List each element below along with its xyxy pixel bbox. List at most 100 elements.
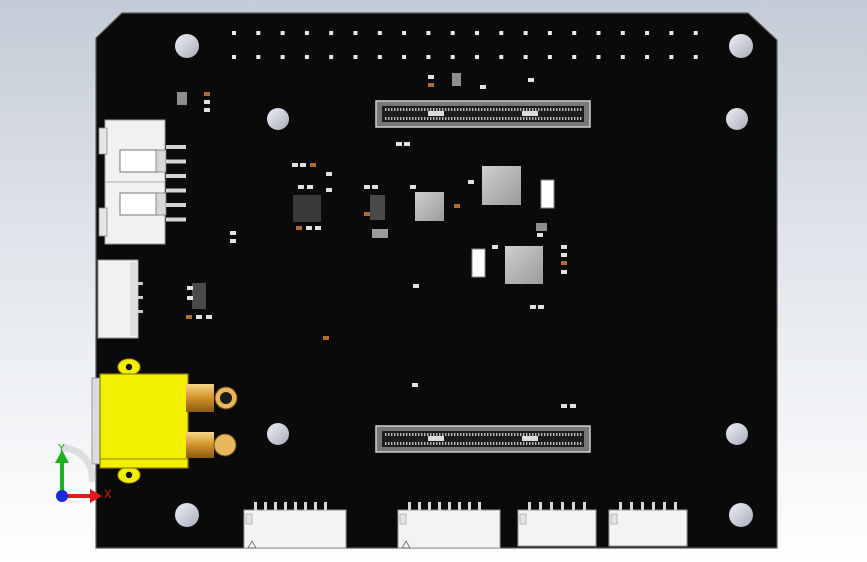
contact — [463, 433, 465, 436]
contact — [472, 433, 474, 436]
contact — [448, 117, 450, 120]
contact — [574, 108, 576, 111]
connector-tab — [468, 502, 471, 510]
contact — [571, 433, 573, 436]
contact — [556, 117, 558, 120]
connector-pin — [166, 159, 186, 164]
bottom-connector-3[interactable] — [517, 502, 597, 547]
contact — [424, 108, 426, 111]
contact — [409, 442, 411, 445]
mounting-hole — [729, 503, 753, 527]
contact — [460, 108, 462, 111]
contact — [457, 117, 459, 120]
header-pin — [693, 31, 698, 35]
contact — [526, 433, 528, 436]
crystal — [471, 248, 486, 278]
bottom-connector-1[interactable] — [243, 502, 347, 549]
contact — [532, 108, 534, 111]
connector-tab — [448, 502, 451, 510]
contact — [469, 117, 471, 120]
header-pin — [426, 55, 431, 59]
contact — [559, 117, 561, 120]
smd-passive — [315, 226, 321, 230]
contact — [523, 108, 525, 111]
contact — [475, 117, 477, 120]
contact — [535, 117, 537, 120]
contact — [553, 108, 555, 111]
left-connector-lower[interactable] — [97, 259, 143, 339]
ic-chip — [505, 246, 543, 284]
smd-passive — [187, 286, 193, 290]
contact — [415, 442, 417, 445]
header-pin — [596, 55, 601, 59]
smd-passive — [230, 239, 236, 243]
sma-connector[interactable] — [91, 358, 238, 484]
small-ic — [536, 223, 547, 231]
contact — [484, 108, 486, 111]
sot-package — [192, 283, 206, 309]
contact — [442, 433, 444, 436]
connector-tab — [652, 502, 655, 510]
contact — [475, 442, 477, 445]
contact — [496, 108, 498, 111]
connector-tab — [550, 502, 553, 510]
contact — [505, 433, 507, 436]
contact — [475, 108, 477, 111]
contact — [421, 442, 423, 445]
contact — [574, 117, 576, 120]
contact — [523, 433, 525, 436]
header-pin — [499, 55, 504, 59]
ic-chip — [415, 192, 444, 221]
smd-passive — [396, 142, 402, 146]
contact — [457, 442, 459, 445]
connector-tab — [539, 502, 542, 510]
connector-pin — [166, 145, 186, 149]
contact — [496, 442, 498, 445]
connector-tab — [572, 502, 575, 510]
connector-pin — [166, 217, 186, 222]
connector-tab — [561, 502, 564, 510]
contact — [526, 442, 528, 445]
contact — [412, 442, 414, 445]
contact — [433, 108, 435, 111]
smd-passive — [186, 315, 192, 319]
contact — [439, 442, 441, 445]
contact — [442, 117, 444, 120]
left-connector-upper[interactable] — [98, 119, 186, 245]
contact — [544, 117, 546, 120]
connector-tab — [428, 502, 431, 510]
contact — [415, 117, 417, 120]
connector-tab — [314, 502, 317, 510]
contact — [460, 442, 462, 445]
contact — [553, 442, 555, 445]
board-to-board-connector-bottom[interactable] — [375, 425, 591, 453]
contact — [511, 433, 513, 436]
contact — [547, 108, 549, 111]
header-pin — [547, 55, 552, 59]
contact — [481, 433, 483, 436]
bottom-connector-4[interactable] — [608, 502, 688, 547]
contact — [568, 433, 570, 436]
smd-passive — [428, 83, 434, 87]
contact — [505, 108, 507, 111]
contact — [415, 433, 417, 436]
contact — [502, 108, 504, 111]
contact — [430, 108, 432, 111]
smd-passive — [323, 336, 329, 340]
contact — [523, 442, 525, 445]
contact — [535, 442, 537, 445]
contact — [526, 117, 528, 120]
board-to-board-connector-top[interactable] — [375, 100, 591, 128]
contact — [487, 117, 489, 120]
contact — [472, 117, 474, 120]
contact — [490, 433, 492, 436]
pcb-board[interactable] — [95, 12, 778, 549]
contact — [394, 433, 396, 436]
contact — [565, 433, 567, 436]
bottom-connector-2[interactable] — [397, 502, 501, 549]
connector-tab — [254, 502, 257, 510]
smd-passive — [454, 204, 460, 208]
contact — [475, 433, 477, 436]
